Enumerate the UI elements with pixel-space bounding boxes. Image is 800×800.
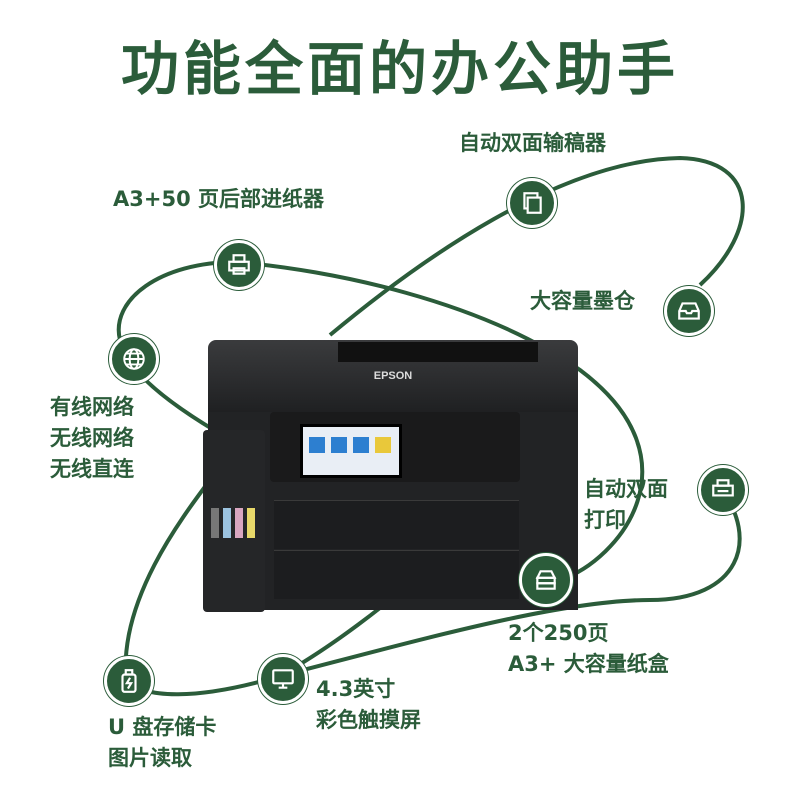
label-usb-card: U 盘存储卡 图片读取 (108, 712, 216, 774)
label-network: 有线网络 无线网络 无线直连 (50, 392, 134, 485)
label-paper-cassette: 2个250页 A3+ 大容量纸盒 (508, 618, 669, 680)
label-touchscreen: 4.3英寸 彩色触摸屏 (316, 674, 421, 736)
curve-adf-loop (328, 155, 745, 337)
label-line: 2个250页 (508, 621, 609, 645)
ink-tank-icon (664, 286, 714, 336)
label-duplex-print: 自动双面 打印 (584, 474, 668, 536)
label-line: 自动双面输稿器 (459, 131, 606, 155)
label-duplex-adf: 自动双面输稿器 (459, 128, 606, 159)
label-line: 大容量墨仓 (530, 289, 635, 313)
usb-card-icon (104, 656, 154, 706)
paper-cassette-icon (519, 553, 573, 607)
duplex-print-icon (698, 465, 748, 515)
label-line: 图片读取 (108, 746, 192, 770)
label-line: 自动双面 (584, 477, 668, 501)
globe-network-icon (109, 334, 159, 384)
printer-brand-logo: EPSON (373, 370, 413, 382)
label-line: 打印 (584, 508, 626, 532)
printer-image: EPSON (203, 340, 578, 612)
label-line: 彩色触摸屏 (316, 708, 421, 732)
label-line: 无线直连 (50, 457, 134, 481)
page-title: 功能全面的办公助手 (120, 35, 679, 103)
ink-tank (203, 430, 265, 612)
label-line: U 盘存储卡 (108, 715, 217, 739)
rear-feed-printer-icon (214, 240, 264, 290)
label-line: A3+ 大容量纸盒 (508, 652, 669, 676)
label-line: 4.3英寸 (316, 677, 396, 701)
label-line: 有线网络 (50, 395, 134, 419)
label-line: 无线网络 (50, 426, 134, 450)
touchscreen-icon (258, 654, 308, 704)
touchscreen (300, 424, 402, 478)
control-panel (270, 412, 520, 482)
label-line: A3+50 页后部进纸器 (113, 187, 324, 211)
curve-right-loop (124, 485, 742, 697)
label-ink-tank: 大容量墨仓 (530, 286, 635, 317)
label-rear-feed: A3+50 页后部进纸器 (113, 184, 324, 215)
duplex-adf-icon (507, 178, 557, 228)
